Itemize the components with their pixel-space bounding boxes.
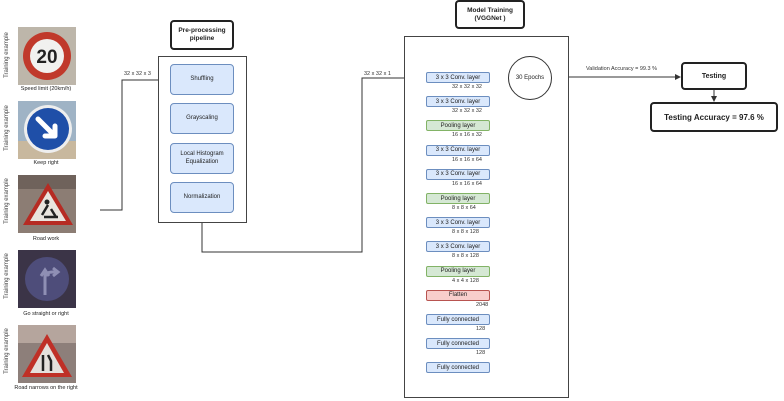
- training-example-label: Training example: [4, 328, 10, 374]
- model-layer-conv: 3 x 3 Conv. layer: [426, 217, 490, 229]
- layer-output-shape: 2048: [476, 301, 489, 308]
- edge-images-to-preprocessing: [100, 77, 169, 211]
- step-local-histogram-equalization: Local Histogram Equalization: [170, 143, 234, 174]
- model-title: Model Training (VGGNet ): [455, 0, 525, 29]
- model-layer-conv: 3 x 3 Conv. layer: [426, 241, 490, 253]
- model-layer-pool: Pooling layer: [426, 193, 490, 204]
- testing-box: Testing: [681, 62, 747, 90]
- validation-accuracy-label: Validation Accuracy = 99.3 %: [586, 66, 657, 72]
- layer-output-shape: 32 x 32 x 32: [452, 84, 482, 90]
- model-layer-conv: 3 x 3 Conv. layer: [426, 72, 490, 83]
- model-layer-pool: Pooling layer: [426, 265, 490, 277]
- preprocessing-input-shape: 32 x 32 x 3: [124, 71, 151, 77]
- road-narrows-sign-image: [18, 325, 76, 383]
- epochs-label: 30 Epochs: [515, 75, 545, 81]
- layer-output-shape: 16 x 16 x 32: [452, 132, 482, 139]
- model-layer-conv: Fully connected: [426, 314, 490, 325]
- model-layer-conv: Fully connected: [426, 338, 490, 350]
- layer-output-shape: 128: [476, 350, 486, 357]
- model-layer-pool: Pooling layer: [426, 120, 490, 132]
- layer-output-shape: 32 x 32 x 32: [452, 108, 482, 115]
- speed-limit-sign-image: 20: [18, 27, 76, 85]
- layer-output-shape: 16 x 16 x 64: [452, 180, 482, 187]
- training-example-label: Training example: [4, 105, 10, 151]
- model-layer-conv: 3 x 3 Conv. layer: [426, 168, 490, 180]
- step-normalization: Normalization: [170, 182, 234, 213]
- preprocessing-title: Pre-processing pipeline: [170, 20, 234, 50]
- training-example-label: Training example: [4, 32, 10, 78]
- keep-right-sign-image: [18, 101, 76, 159]
- layer-output-shape: 16 x 16 x 64: [452, 156, 482, 163]
- epochs-node: 30 Epochs: [508, 56, 552, 100]
- layer-output-shape: 128: [476, 326, 486, 332]
- preprocessing-title-text: Pre-processing pipeline: [178, 26, 226, 42]
- svg-text:20: 20: [36, 47, 57, 68]
- training-example-label: Training example: [4, 253, 10, 299]
- example-caption: Keep right: [33, 160, 59, 166]
- step-grayscaling: Grayscaling: [170, 103, 234, 134]
- training-example-label: Training example: [4, 178, 10, 224]
- example-caption: Road narrows on the right: [14, 385, 78, 391]
- step-shuffling: Shuffling: [170, 64, 234, 95]
- example-caption: Speed limit (20km/h): [20, 86, 72, 92]
- model-input-shape: 32 x 32 x 1: [364, 71, 391, 77]
- model-title-text: Model Training (VGGNet ): [467, 6, 513, 22]
- layer-output-shape: 8 x 8 x 128: [452, 253, 479, 260]
- example-caption: Go straight or right: [23, 311, 69, 317]
- model-layer-conv: 3 x 3 Conv. layer: [426, 144, 490, 156]
- edge-preprocessing-to-model: [201, 75, 425, 253]
- testing-accuracy-box: Testing Accuracy = 97.6 %: [650, 102, 778, 132]
- layer-output-shape: 4 x 4 x 128: [452, 277, 479, 284]
- model-layer-conv: 3 x 3 Conv. layer: [426, 96, 490, 108]
- model-layer-conv: Fully connected: [426, 362, 490, 374]
- model-layer-flat: Flatten: [426, 289, 490, 301]
- road-work-sign-image: [18, 175, 76, 233]
- layer-output-shape: 8 x 8 x 64: [452, 205, 476, 211]
- training-examples: Training example Training example Traini…: [0, 0, 110, 401]
- testing-accuracy: Testing Accuracy = 97.6 %: [664, 112, 764, 122]
- testing-title: Testing: [701, 72, 727, 80]
- layer-output-shape: 8 x 8 x 128: [452, 229, 479, 236]
- go-straight-or-right-sign-image: [18, 250, 76, 308]
- example-caption: Road work: [32, 236, 60, 242]
